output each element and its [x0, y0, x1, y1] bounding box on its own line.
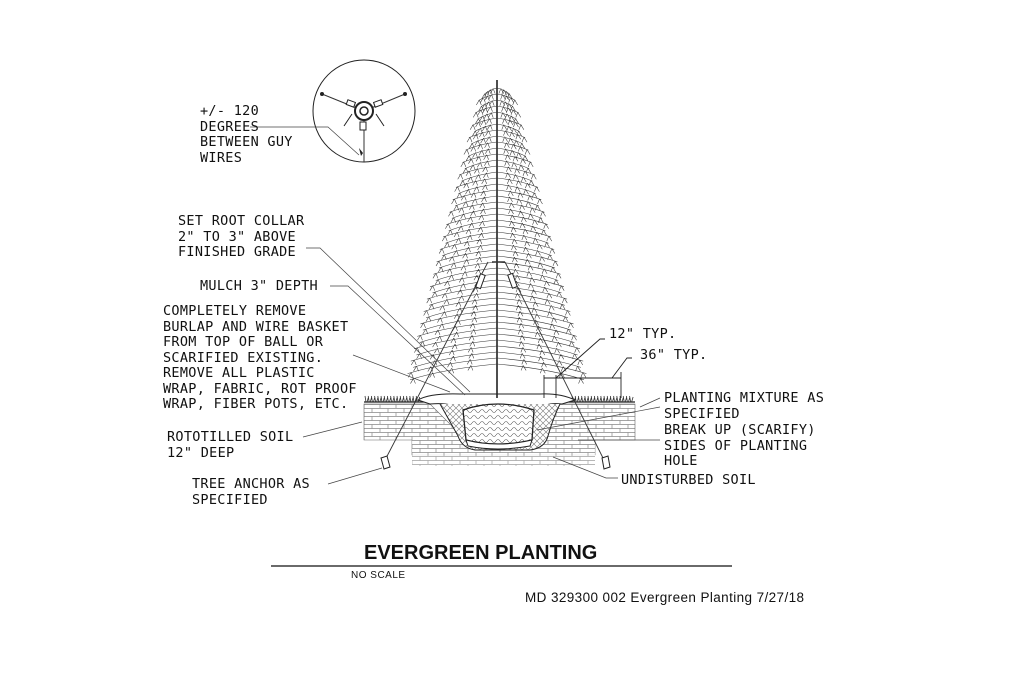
label-rototilled: ROTOTILLED SOIL 12" DEEP	[167, 429, 294, 461]
evergreen-tree	[407, 80, 587, 398]
label-anchor: TREE ANCHOR AS SPECIFIED	[192, 476, 310, 508]
label-root-collar: SET ROOT COLLAR 2" TO 3" ABOVE FINISHED …	[178, 213, 305, 260]
guy-wires	[380, 261, 611, 470]
drawing-title: EVERGREEN PLANTING	[364, 542, 598, 564]
drawing-reference: MD 329300 002 Evergreen Planting 7/27/18	[525, 590, 805, 605]
label-undisturbed: UNDISTURBED SOIL	[621, 472, 756, 488]
label-typ-12: 12" TYP.	[609, 326, 677, 342]
leader-lines	[250, 126, 661, 485]
label-mulch: MULCH 3" DEPTH	[200, 278, 318, 294]
anchor-left-icon	[380, 455, 391, 470]
soil-section	[363, 393, 636, 466]
scale-note: NO SCALE	[351, 570, 406, 581]
label-guy-angle: +/- 120 DEGREES BETWEEN GUY WIRES	[200, 103, 293, 166]
label-scarify: BREAK UP (SCARIFY) SIDES OF PLANTING HOL…	[664, 422, 816, 469]
label-planting-mix: PLANTING MIXTURE AS SPECIFIED	[664, 390, 825, 422]
label-typ-36: 36" TYP.	[640, 347, 708, 363]
guy-wire-plan-view	[312, 59, 416, 163]
label-burlap: COMPLETELY REMOVE BURLAP AND WIRE BASKET…	[163, 303, 357, 412]
dimension-marks	[543, 338, 632, 398]
anchor-right-icon	[601, 455, 611, 470]
